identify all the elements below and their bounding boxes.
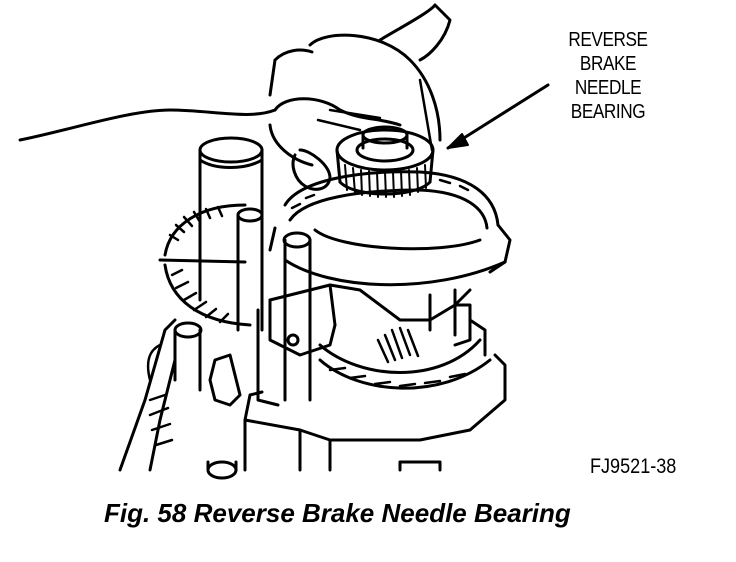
callout-line-4: BEARING [570, 101, 646, 123]
needle-bearing [335, 125, 435, 198]
callout-label: REVERSE BRAKE NEEDLE BEARING [556, 28, 659, 124]
transmission-case [118, 318, 507, 472]
callout-line-1: REVERSE [568, 29, 648, 51]
main-shaft [198, 136, 264, 302]
support-posts [173, 207, 312, 480]
countershaft-gear [146, 203, 252, 447]
callout-line-3: NEEDLE [574, 77, 642, 99]
holding-fixture [256, 283, 472, 407]
hand [18, 3, 452, 191]
callout-arrowhead [447, 133, 469, 149]
figure-code: FJ9521-38 [590, 455, 677, 478]
callout-line-2: BRAKE [579, 53, 637, 75]
figure-caption: Fig. 58 Reverse Brake Needle Bearing [104, 498, 571, 528]
clutch-hub [268, 170, 512, 390]
